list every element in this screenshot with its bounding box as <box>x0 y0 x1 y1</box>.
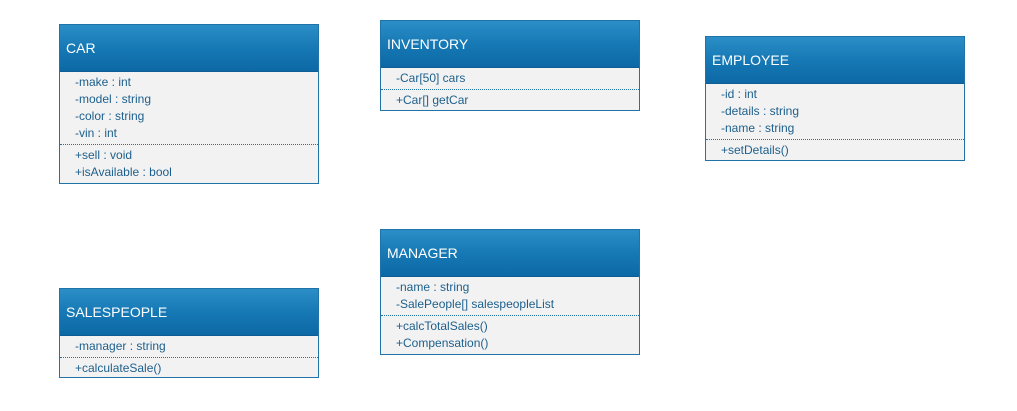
class-manager[interactable]: MANAGER -name : string -SalePeople[] sal… <box>380 229 640 355</box>
class-salespeople[interactable]: SALESPEOPLE -manager : string +calculate… <box>59 288 319 378</box>
attribute: -vin : int <box>75 126 118 140</box>
attributes-section: -name : string -SalePeople[] salespeople… <box>381 277 639 315</box>
operations-section: +calcTotalSales() +Compensation() <box>381 315 639 354</box>
class-name: SALESPEOPLE <box>60 289 318 336</box>
operation: +isAvailable : bool <box>75 165 172 179</box>
attributes-section: -id : int -details : string -name : stri… <box>706 84 964 139</box>
attribute: -SalePeople[] salespeopleList <box>396 297 555 311</box>
class-name: CAR <box>60 25 318 72</box>
attributes-section: -manager : string <box>60 336 318 357</box>
class-car[interactable]: CAR -make : int -model : string -color :… <box>59 24 319 184</box>
class-name: EMPLOYEE <box>706 37 964 84</box>
attribute: -name : string <box>721 121 795 135</box>
operations-section: +calculateSale() <box>60 357 318 379</box>
class-employee[interactable]: EMPLOYEE -id : int -details : string -na… <box>705 36 965 161</box>
attribute: -details : string <box>721 104 800 118</box>
attribute: -make : int <box>75 75 132 89</box>
attributes-section: -make : int -model : string -color : str… <box>60 72 318 144</box>
attribute: -manager : string <box>75 339 166 353</box>
attribute: -Car[50] cars <box>396 71 466 85</box>
operation: +Car[] getCar <box>396 93 469 107</box>
class-name: INVENTORY <box>381 21 639 68</box>
class-inventory[interactable]: INVENTORY -Car[50] cars +Car[] getCar <box>380 20 640 111</box>
class-name: MANAGER <box>381 230 639 277</box>
operation: +setDetails() <box>721 143 789 157</box>
attribute: -name : string <box>396 280 470 294</box>
attribute: -model : string <box>75 92 152 106</box>
operation: +sell : void <box>75 148 133 162</box>
operation: +calcTotalSales() <box>396 319 488 333</box>
operations-section: +sell : void +isAvailable : bool <box>60 144 318 183</box>
operations-section: +Car[] getCar <box>381 89 639 111</box>
operations-section: +setDetails() <box>706 139 964 161</box>
operation: +calculateSale() <box>75 361 162 375</box>
operation: +Compensation() <box>396 336 489 350</box>
attribute: -color : string <box>75 109 145 123</box>
attribute: -id : int <box>721 87 758 101</box>
attributes-section: -Car[50] cars <box>381 68 639 89</box>
